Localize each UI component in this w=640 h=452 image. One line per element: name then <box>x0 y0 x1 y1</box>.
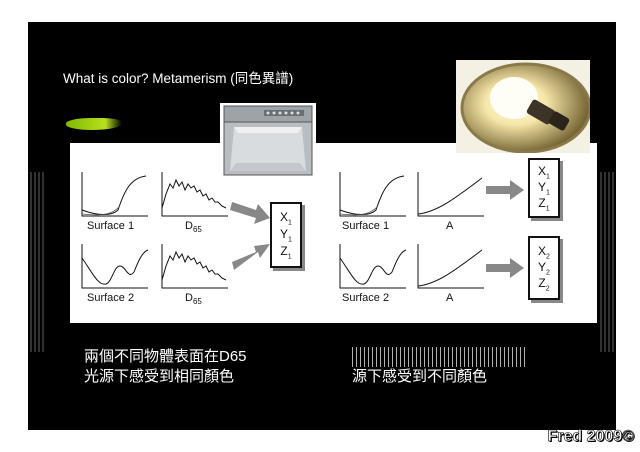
light-booth-image <box>220 103 316 179</box>
surface-2-reflectance-plot <box>81 244 149 289</box>
right-decorative-stripes <box>598 172 616 352</box>
xyz-rt-y: Y1 <box>538 180 550 197</box>
label-surface-2-left: Surface 2 <box>87 292 135 304</box>
left-decorative-stripes <box>28 172 46 352</box>
xyz-left-y: Y1 <box>280 227 292 244</box>
caption-right-line-1 <box>352 347 527 367</box>
caption-left: 兩個不同物體表面在D65 光源下感受到相同顏色 <box>84 347 247 387</box>
caption-left-line-2: 光源下感受到相同顏色 <box>84 368 235 385</box>
xyz-left-z: Z1 <box>280 244 292 261</box>
label-surface-1-right: Surface 1 <box>342 220 390 232</box>
diagram-panel <box>70 143 597 323</box>
xyz-rb-y: Y2 <box>538 260 550 277</box>
xyz-rb-x: X2 <box>538 244 550 261</box>
left-converging-arrows <box>230 202 270 270</box>
light-bulb-image <box>456 60 590 153</box>
right-arrow-bottom <box>486 258 524 278</box>
illuminant-a-plot-top <box>417 172 484 217</box>
caption-right: 源下感受到不同顏色 <box>352 347 527 387</box>
xyz-result-left: X1 Y1 Z1 <box>270 202 302 268</box>
xyz-left-x: X1 <box>280 210 292 227</box>
label-a-top: A <box>446 220 454 232</box>
d65-spectrum-plot-bottom <box>161 244 228 289</box>
credit-text: Fred 2009© <box>547 428 634 446</box>
xyz-result-right-bottom: X2 Y2 Z2 <box>528 236 560 300</box>
xyz-rt-z: Z1 <box>538 196 550 213</box>
label-d65-bottom-left-text: D65 <box>185 292 202 307</box>
right-arrow-top <box>486 180 524 200</box>
surface-1-reflectance-plot-right <box>339 172 406 217</box>
d65-spectrum-plot-top <box>161 172 228 217</box>
green-brush-stroke <box>66 118 122 130</box>
label-d65-top-left-text: D65 <box>185 220 202 235</box>
slide-title: What is color? Metamerism (同色異譜) <box>63 71 294 86</box>
caption-right-line-2: 源下感受到不同顏色 <box>352 368 488 385</box>
label-surface-1-left: Surface 1 <box>87 220 135 232</box>
label-surface-2-right: Surface 2 <box>342 292 390 304</box>
label-a-bottom: A <box>446 292 454 304</box>
surface-1-reflectance-plot <box>81 172 148 217</box>
xyz-rb-z: Z2 <box>538 276 550 293</box>
surface-2-reflectance-plot-right <box>339 244 407 289</box>
label-d65-top-left: D65 <box>185 220 202 234</box>
xyz-rt-x: X1 <box>538 164 550 181</box>
caption-left-line-1: 兩個不同物體表面在D65 <box>84 348 247 365</box>
illuminant-a-plot-bottom <box>417 244 484 289</box>
label-d65-bottom-left: D65 <box>185 292 202 306</box>
xyz-result-right-top: X1 Y1 Z1 <box>528 158 560 218</box>
